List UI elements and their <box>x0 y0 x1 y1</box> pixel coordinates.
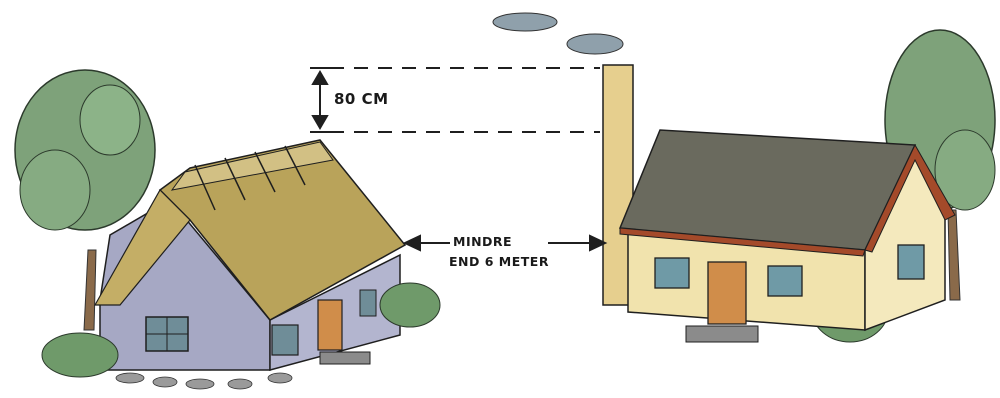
distance-label-line2: END 6 METER <box>449 256 549 269</box>
distance-label-line1: MINDRE <box>453 236 512 249</box>
height-difference-label: 80 CM <box>334 92 389 107</box>
smoke-cloud-icon <box>493 13 623 54</box>
stones <box>116 373 292 389</box>
